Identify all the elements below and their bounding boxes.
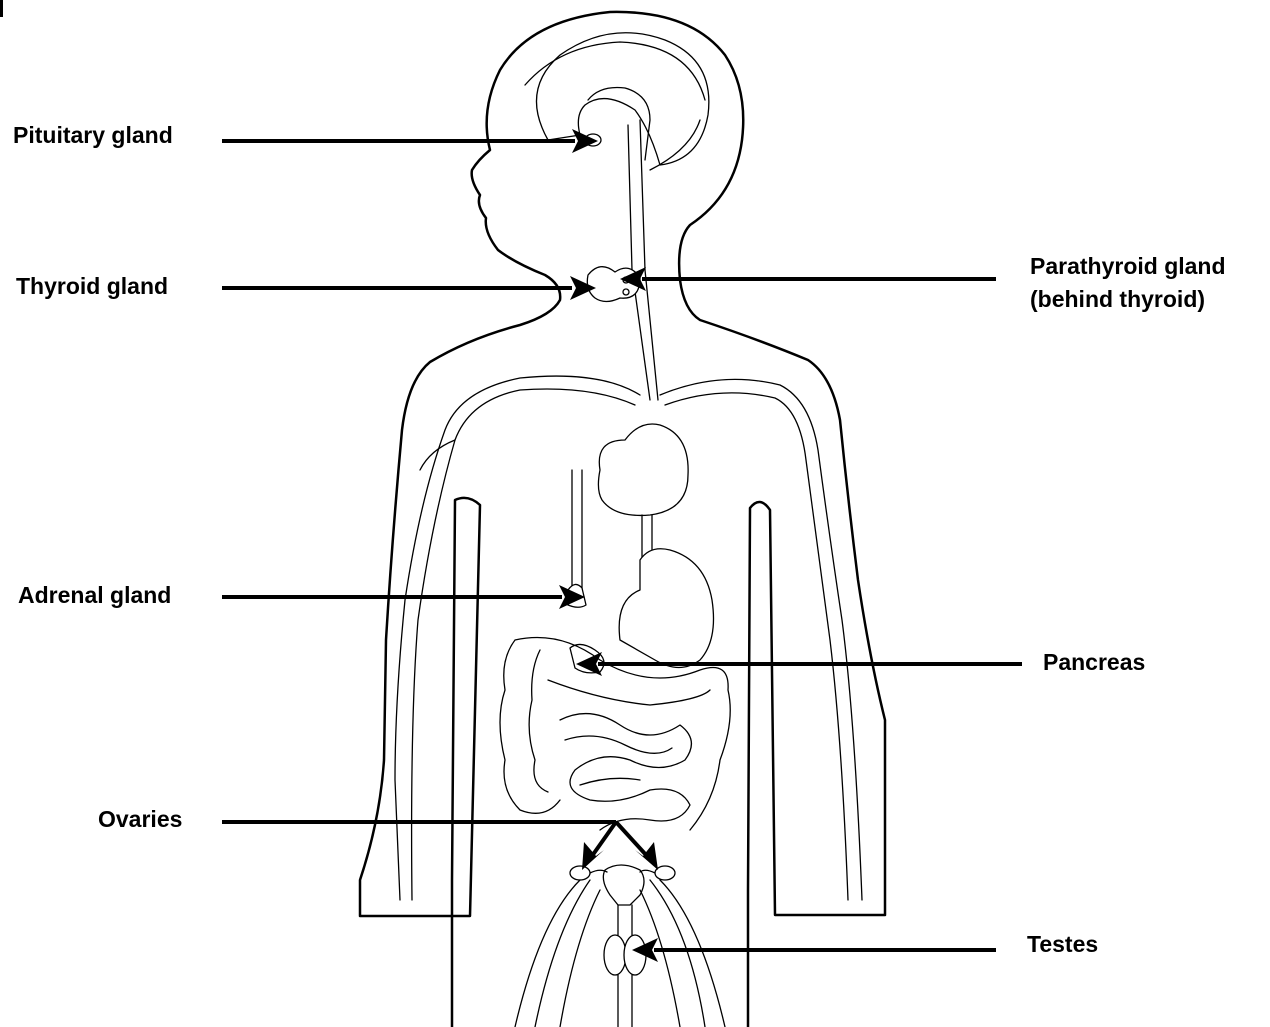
heart [598,424,688,515]
label-thyroid-gland: Thyroid gland [16,272,168,300]
arrow-adrenal [222,585,585,609]
left-ovary [570,866,590,880]
arrow-testes [632,938,996,962]
spinal-cord [628,120,658,400]
label-ovaries: Ovaries [98,805,182,833]
right-testis [624,935,646,975]
arrow-thyroid [222,276,596,300]
small-intestine [560,714,691,830]
stomach [619,549,713,668]
label-adrenal-gland: Adrenal gland [18,581,171,609]
uterus [603,865,644,905]
label-parathyroid-gland: Parathyroid gland [1030,252,1226,280]
label-testes: Testes [1027,930,1098,958]
label-pancreas: Pancreas [1043,648,1145,676]
arrow-pituitary [222,129,598,153]
brain [536,33,708,165]
label-pituitary-gland: Pituitary gland [13,121,173,149]
arrow-parathyroid [620,267,996,291]
arrow-pancreas [576,652,1022,676]
label-parathyroid-note: (behind thyroid) [1030,285,1205,313]
left-testis [604,935,626,975]
arrow-ovaries [222,822,658,870]
right-ovary [655,866,675,880]
